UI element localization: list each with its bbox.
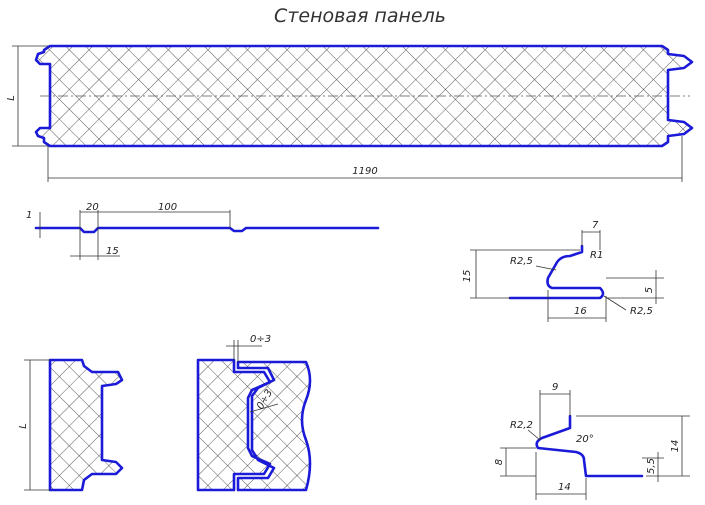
skin-profile-view: 1 20 100 15 <box>26 202 380 260</box>
lock-15-label: 15 <box>462 270 473 283</box>
rib-100-label: 100 <box>158 202 177 213</box>
lock-8-label: 8 <box>494 459 505 465</box>
lock-r22-label: R2,2 <box>510 420 533 431</box>
panel-end-view: L <box>18 358 124 492</box>
lock-55-label: 5,5 <box>646 458 657 474</box>
lock-14-vert-label: 14 <box>670 440 681 453</box>
lock-detail-top: 7 R2,5 R1 15 5 16 R2,5 <box>462 220 664 322</box>
panel-joint-view: 0÷3 0÷3 <box>196 334 312 492</box>
joint-left-panel <box>196 358 272 492</box>
main-height-label: L <box>6 95 17 101</box>
lock-7-label: 7 <box>592 220 599 231</box>
thickness-label: 1 <box>26 210 32 221</box>
joint-gap-top-label: 0÷3 <box>250 334 271 345</box>
lock-r25-bottom-label: R2,5 <box>630 306 653 317</box>
lock-r1-label: R1 <box>590 250 603 261</box>
lock-16-label: 16 <box>574 306 587 317</box>
lock-detail-bottom: 9 R2,2 20° 14 8 5,5 14 <box>494 382 690 500</box>
joint-right-panel <box>236 360 312 492</box>
end-view-outline <box>48 358 124 492</box>
lock-bottom-profile <box>535 414 644 478</box>
drawing-title: Стеновая панель <box>274 5 446 27</box>
end-height-label: L <box>18 423 29 429</box>
lock-angle-label: 20° <box>576 434 594 445</box>
skin-profile-line <box>34 226 380 234</box>
lock-top-profile <box>508 244 605 300</box>
lock-9-label: 9 <box>552 382 558 393</box>
main-panel-view: L 1190 <box>6 44 694 182</box>
lock-14-bottom-label: 14 <box>558 482 571 493</box>
lock-r25-top-label: R2,5 <box>510 256 533 267</box>
rib-20-label: 20 <box>86 202 99 213</box>
main-width-label: 1190 <box>352 166 377 177</box>
rib-15-label: 15 <box>106 246 119 257</box>
lock-5-label: 5 <box>644 287 655 293</box>
